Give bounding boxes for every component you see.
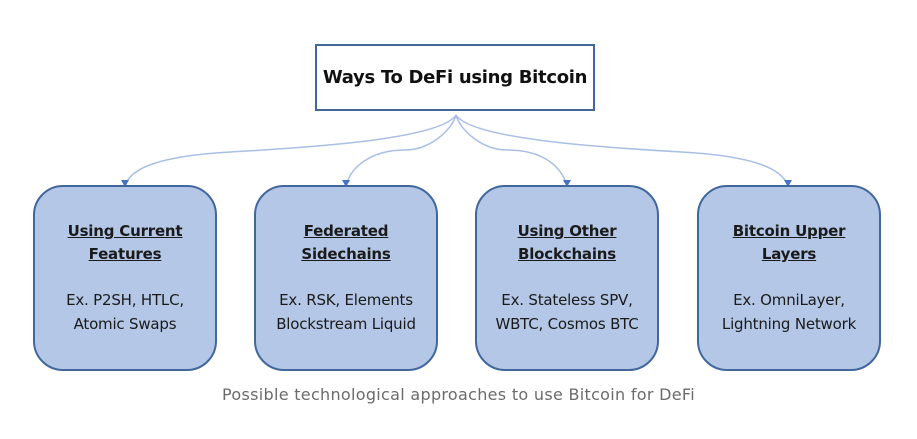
node-using-other-blockchains: Using Other Blockchains Ex. Stateless SP… [475, 185, 659, 371]
node-heading: Federated Sidechains [301, 222, 391, 263]
node-using-current-features: Using Current Features Ex. P2SH, HTLC, A… [33, 185, 217, 371]
connector-4 [455, 114, 789, 187]
node-examples: Ex. RSK, Elements Blockstream Liquid [276, 291, 416, 333]
node-federated-sidechains: Federated Sidechains Ex. RSK, Elements B… [254, 185, 438, 371]
node-heading: Bitcoin Upper Layers [732, 222, 846, 263]
connector-3 [455, 114, 568, 187]
arrowhead-1 [121, 180, 129, 187]
root-node: Ways To DeFi using Bitcoin [315, 44, 595, 111]
node-examples: Ex. P2SH, HTLC, Atomic Swaps [66, 291, 184, 333]
node-examples: Ex. OmniLayer, Lightning Network [721, 291, 857, 333]
connector-1 [124, 114, 457, 187]
node-examples: Ex. Stateless SPV, WBTC, Cosmos BTC [495, 291, 639, 333]
node-bitcoin-upper-layers: Bitcoin Upper Layers Ex. OmniLayer, Ligh… [697, 185, 881, 371]
arrowhead-4 [784, 180, 792, 187]
arrowhead-2 [342, 180, 350, 187]
node-heading: Using Other Blockchains [517, 222, 617, 263]
connector-2 [345, 114, 457, 187]
node-heading: Using Current Features [67, 222, 183, 263]
root-node-title: Ways To DeFi using Bitcoin [322, 67, 588, 88]
arrowhead-3 [563, 180, 571, 187]
figure-caption: Possible technological approaches to use… [222, 385, 695, 404]
